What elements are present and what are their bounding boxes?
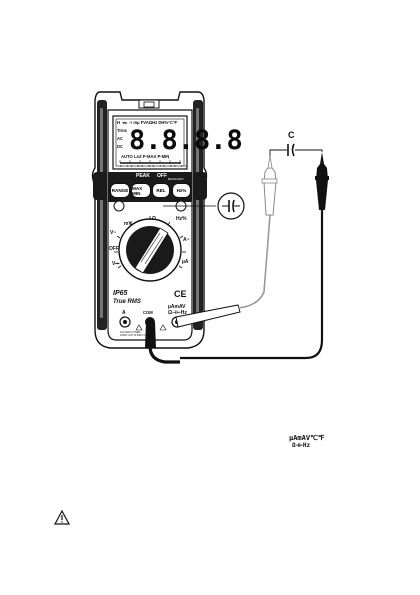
white-probe-body [263, 167, 277, 216]
com-terminal-label: COM [143, 310, 153, 315]
capacitor-plate-right [291, 143, 295, 157]
lcd-bottom-row: AUTO LoZ P-MAX P-MIN [121, 154, 170, 159]
rotary-dial-grip-lines [140, 232, 164, 265]
rotary-dial-ticks [114, 216, 186, 269]
capacitor-wire-right [295, 149, 323, 152]
dial-off: OFF [109, 246, 119, 252]
dial-v-ac: V~ [110, 230, 117, 236]
capacitor-label: C [288, 130, 295, 140]
dial-ua: µA [182, 259, 189, 265]
model-label: IP65 [113, 290, 128, 297]
lcd-bargraph-ticks [119, 160, 181, 163]
dial-hz-pct: Hz% [176, 216, 187, 222]
peak-label: PEAK [136, 173, 150, 179]
off-label: OFF [157, 173, 167, 179]
dial-a-ac: A~ [183, 237, 190, 243]
black-probe-body [316, 164, 328, 210]
select-label: SELECT [173, 198, 186, 202]
hold-button[interactable] [113, 200, 125, 212]
lcd-top-row: H ◄▸ ⊣ mµ FVAΩHz DH%°C°F [117, 120, 178, 125]
dial-ohm: Ω [152, 216, 157, 222]
v-terminal-label-top: µAmAV [168, 304, 186, 310]
range-button[interactable]: RANGE [110, 183, 130, 198]
warning-triangle-dot [61, 521, 63, 523]
com-lead-wire [148, 345, 180, 364]
capacitor-icon-plate-r [232, 199, 235, 213]
v-lead-wire [237, 214, 271, 309]
terminal-warning-line2: 1000V CAT III 600V CAT IV [120, 334, 152, 337]
function-symbol-line1: µAmAV℃℉ [289, 434, 325, 442]
dial-v-dc: V⎓ [112, 261, 120, 267]
lcd-digits: 8.8.8.8 [129, 125, 243, 156]
function-symbol-line2: Ω⊣⊢Hz [292, 442, 311, 449]
true-rms-label: True RMS [113, 299, 141, 305]
capacitor-wire-left [269, 149, 287, 156]
a-terminal-inner [123, 320, 127, 324]
left-bump [93, 172, 107, 200]
lcd-left-dc: DC [117, 144, 124, 149]
backlight-label: BACKLIGHT [168, 177, 184, 181]
ce-mark: CE [174, 289, 187, 299]
lcd-screen [115, 118, 185, 167]
right-bump [193, 172, 207, 200]
white-probe-guard [261, 178, 278, 184]
meter-top-notch-inner [143, 101, 155, 108]
black-probe-tip [320, 152, 324, 164]
right-grip-hi [196, 108, 199, 318]
max-min-button[interactable]: MAX MIN [131, 183, 151, 198]
terminal-warning-line1: 10A MAX FUSED [120, 331, 141, 334]
com-lead-plug [145, 322, 156, 348]
white-probe-tip [267, 155, 273, 169]
black-probe-guard [315, 176, 329, 180]
left-grip-hi [100, 108, 103, 318]
lcd-bargraph-scale: 0 10 20 30 40 50 60 [120, 164, 189, 168]
lcd-left-ac: AC [117, 136, 124, 141]
v-terminal-label-bottom: Ω⊣⊢Hz [168, 310, 187, 316]
capacitor-icon [217, 192, 245, 220]
a-terminal-label: A [122, 310, 126, 316]
hold-label: HOLD [110, 198, 119, 202]
v-lead-plug [175, 304, 241, 328]
rotary-dial-pointer [134, 227, 169, 274]
dial-mv: mV [124, 221, 132, 227]
terminal-warning-icon-1 [135, 324, 143, 331]
rel-button[interactable]: REL [152, 183, 170, 198]
hz-button[interactable]: Hz% [172, 183, 191, 198]
lcd-left-trms: Trms [117, 128, 128, 133]
terminal-warning-icon-2 [159, 324, 167, 331]
com-lead-wire-long [180, 210, 324, 360]
